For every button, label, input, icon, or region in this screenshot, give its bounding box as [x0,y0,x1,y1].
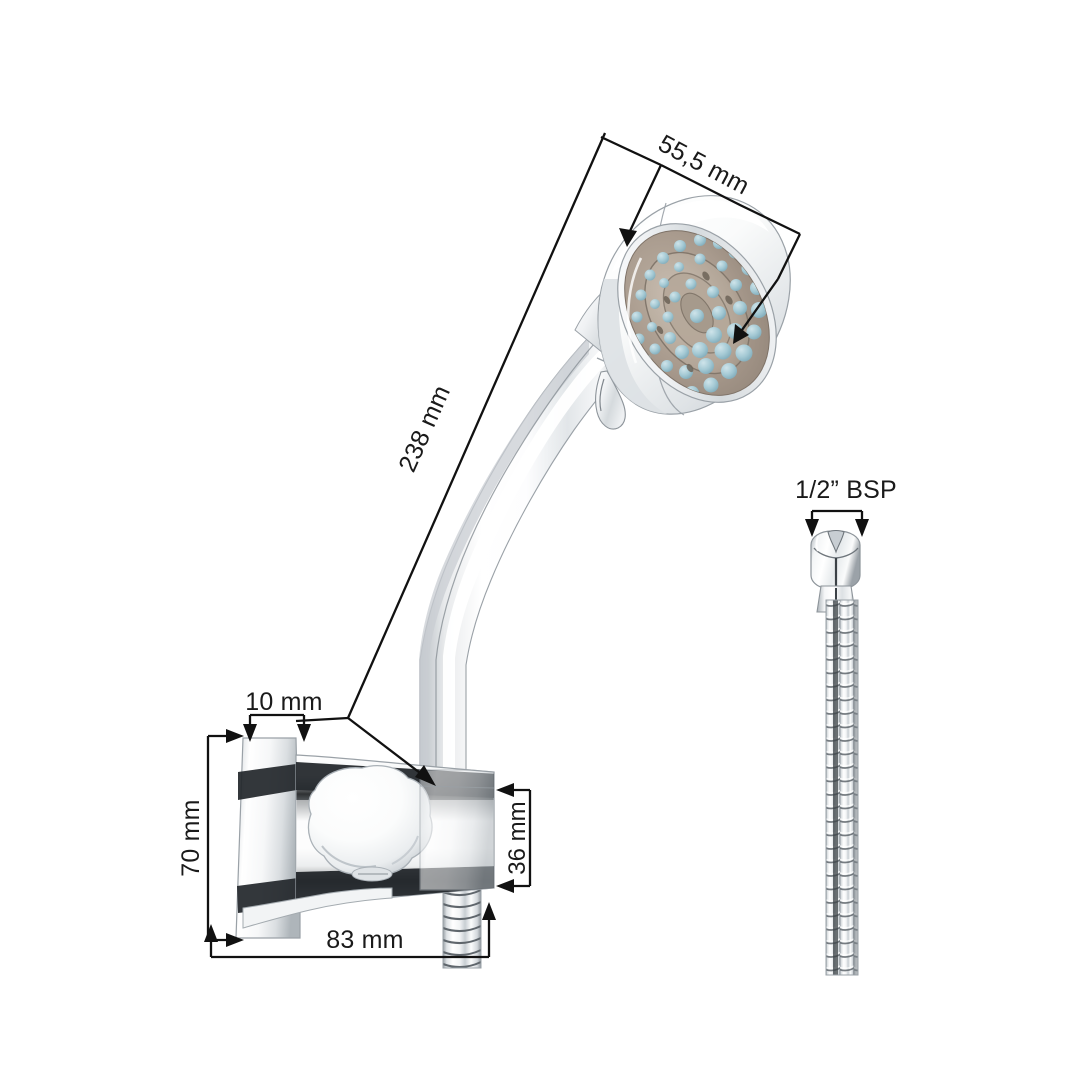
dim-555-ext-right [776,233,802,280]
hose-stub-coils [442,889,482,968]
collar-lever [595,370,626,430]
shower-head [597,195,791,416]
nut-highlight-left [815,535,819,552]
dimension-label-bracket-depth: 36 mm [504,801,531,874]
dimension-label-plate-thickness: 10 mm [245,688,322,716]
dim-83-arrow-left [204,924,218,942]
face-relief-holes [656,271,733,373]
bracket-knob [307,765,433,882]
dimension-plate-thickness: 10 mm [243,688,323,742]
bracket-hose-stub [442,879,482,969]
shower-hose-assembly [810,529,861,976]
face-rim-highlight [626,257,643,364]
hose-core-line [833,600,838,975]
plate-reflection-upper [238,764,297,800]
handle-shade-left [419,337,589,786]
dimension-bracket-height: 70 mm [177,729,244,947]
bracket-holder-mouth [419,769,495,891]
dimension-bracket-depth: 36 mm [496,783,532,893]
nozzle-ring-inner [662,278,726,359]
dim-555-bracket-top [600,135,662,167]
collar-lever-line [599,378,605,412]
handle-highlight [443,349,609,784]
dim-555-arrow-left [619,228,637,247]
dimension-label-hose-thread: 1/2” BSP [795,476,897,504]
hose-connector-nut [810,529,861,592]
knob-shade-arc-right [391,835,419,865]
holder-edge-top [419,785,495,789]
dim-238-line [346,132,607,719]
dimension-label-bracket-height: 70 mm [177,799,205,876]
dimension-hose-thread: 1/2” BSP [795,476,897,537]
dim-83-arrow-right [482,902,496,920]
dim-555-arrow-right [733,324,749,344]
dim-10-arrow-left [243,724,257,742]
spray-face-detail [631,234,767,400]
hand-shower-assembly [419,195,791,787]
dim-70-arrow-top [226,729,244,743]
dim-238-leader [347,717,425,777]
dim-555-leader-right [741,278,779,331]
wall-bracket-assembly [235,737,495,969]
dim-bsp-arrow-left [805,519,819,537]
wall-bracket [235,737,495,939]
dim-36-arrow-bottom [496,879,514,893]
nut-notch [827,529,845,554]
dimension-bracket-width: 83 mm [204,902,496,959]
shower-hose [825,599,859,976]
dim-70-arrow-bottom [226,933,244,947]
dim-36-arrow-top [496,783,514,797]
dim-10-arrow-right [297,724,311,742]
dim-555-bracket-run [660,163,801,236]
dim-238-arrow [415,765,436,786]
head-shade-left [598,279,667,414]
hose-outline [825,599,859,976]
hose-edge-right [853,600,858,975]
bracket-lower-lip [242,887,393,929]
hose-coil-surface [826,600,858,975]
knob-cap [307,765,433,875]
dim-bsp-arrow-right [855,519,869,537]
dimension-label-bracket-width: 83 mm [326,926,403,954]
handle-parting-line [435,343,595,784]
dim-555-leader-left [628,164,663,232]
